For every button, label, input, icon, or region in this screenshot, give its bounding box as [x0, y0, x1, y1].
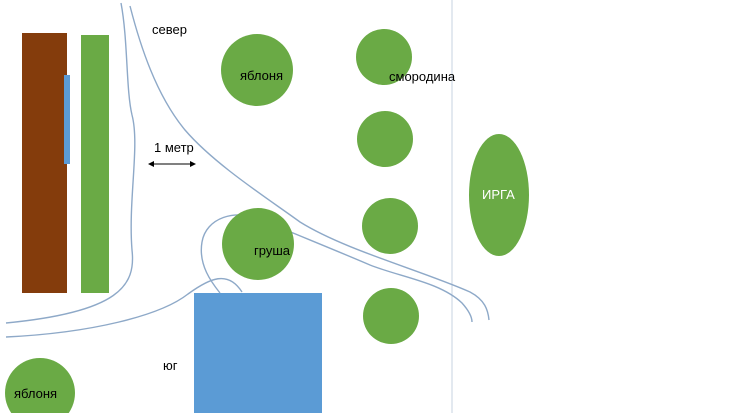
- currant-bush-3: [362, 198, 418, 254]
- currant-bush-4: [363, 288, 419, 344]
- apple-top-label: яблоня: [240, 68, 283, 83]
- pear-label: груша: [254, 243, 291, 258]
- irga-bush: [469, 134, 529, 256]
- apple-tree-bottom: [5, 358, 75, 413]
- scale-label: 1 метр: [154, 140, 194, 155]
- blue-square: [194, 293, 322, 413]
- stream-line-loop: [200, 214, 473, 323]
- north-label: север: [152, 22, 187, 37]
- scale-arrow: [148, 161, 196, 167]
- green-bed: [81, 35, 109, 293]
- irga-label: ИРГА: [482, 187, 515, 202]
- currant-bush-1: [356, 29, 412, 85]
- pear-tree: [222, 208, 294, 280]
- currant-label: смородина: [389, 69, 456, 84]
- stream-line-inner: [129, 5, 490, 321]
- apple-tree-top: [221, 34, 293, 106]
- apple-bottom-label: яблоня: [14, 386, 57, 401]
- currant-bush-2: [357, 111, 413, 167]
- stream-line-outer: [5, 2, 136, 324]
- stream-line-mid: [5, 277, 243, 338]
- blue-strip: [64, 75, 70, 164]
- brown-structure: [22, 33, 67, 293]
- south-label: юг: [163, 358, 178, 373]
